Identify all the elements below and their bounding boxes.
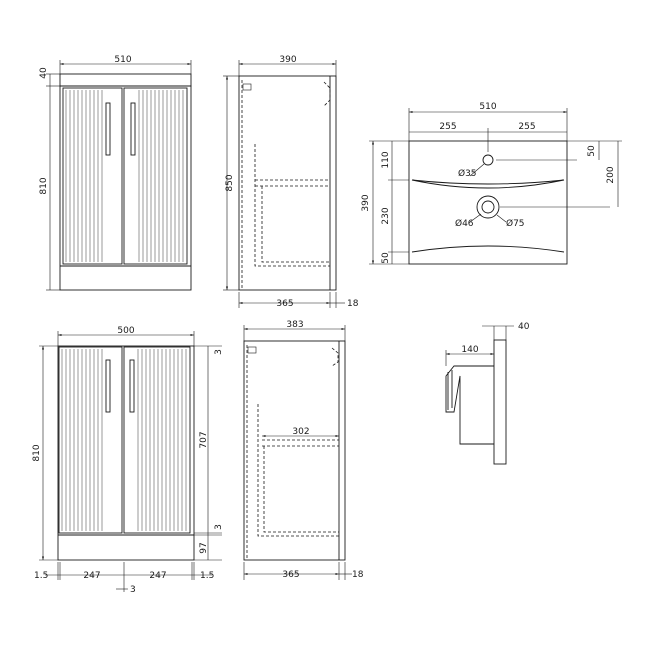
dim-door-right-247: 247: [149, 571, 166, 581]
dim-plinth-97: 97: [199, 542, 209, 553]
dim-50-right: 50: [587, 145, 597, 157]
dim-depth-383: 383: [286, 320, 303, 330]
dim-height-810: 810: [39, 177, 49, 194]
basin-edge: [323, 81, 331, 107]
waste-inner: [481, 200, 495, 214]
shelf: [262, 439, 339, 447]
front-view-bottom: 500 810 3 707 3 97 1.5 247 247 1.5 3: [32, 326, 224, 595]
side-outline: [238, 75, 337, 291]
basin-section-view: 40 140: [445, 322, 530, 465]
dim-door-left-247: 247: [83, 571, 100, 581]
left-handle: [105, 102, 111, 156]
dim-overhang-140: 140: [461, 345, 478, 355]
dim-left-255: 255: [439, 122, 456, 132]
dim-110: 110: [381, 151, 391, 168]
basin-edge: [331, 347, 339, 367]
left-door: [58, 346, 123, 534]
dim-200: 200: [606, 166, 616, 183]
dim-inner-365: 365: [276, 299, 293, 309]
left-handle: [105, 359, 111, 413]
dim-door-707: 707: [199, 431, 209, 448]
tap-hole: [482, 154, 494, 166]
inner-carcass: [254, 144, 330, 267]
cabinet-body: [57, 345, 195, 561]
dim-back-18: 18: [347, 299, 359, 309]
basin-bowl-top-edge: [411, 179, 565, 189]
dim-back-18: 18: [352, 570, 364, 580]
dim-height-850: 850: [225, 174, 235, 191]
dim-gap-mid-3: 3: [214, 524, 224, 530]
label-waste-46: Ø46: [455, 218, 474, 229]
dim-50-bottom: 50: [381, 252, 391, 264]
dim-side-left-1-5: 1.5: [34, 571, 48, 581]
side-view-top: 390 850 365 18: [223, 55, 359, 309]
dim-width-510: 510: [114, 55, 131, 65]
dim-height-810: 810: [32, 444, 42, 461]
door-grooves: [65, 90, 184, 262]
dim-top-40: 40: [39, 67, 49, 79]
leader-tap: [469, 163, 485, 177]
door-grooves: [61, 349, 187, 531]
dim-right-255: 255: [518, 122, 535, 132]
dim-side-right-1-5: 1.5: [200, 571, 214, 581]
waste-outer: [476, 195, 500, 219]
dim-thickness-40: 40: [518, 322, 530, 332]
label-tap-35: Ø35: [458, 168, 477, 179]
label-waste-75: Ø75: [506, 218, 525, 229]
dim-depth-390: 390: [361, 194, 371, 211]
leader-waste-inner: [469, 213, 482, 223]
inner-back: [261, 186, 330, 263]
left-door: [62, 87, 123, 265]
bracket: [242, 83, 252, 91]
dim-center-gap-3: 3: [130, 585, 136, 595]
side-view-bottom: 383 302 365 18: [243, 320, 364, 580]
dim-width-500: 500: [117, 326, 134, 336]
basin-bowl-section: [445, 365, 494, 445]
dim-gap-top-3: 3: [214, 349, 224, 355]
countertop: [59, 73, 192, 87]
dim-230: 230: [381, 207, 391, 224]
cabinet-body: [59, 85, 192, 291]
right-handle: [129, 359, 135, 413]
dim-shelf-302: 302: [292, 427, 309, 437]
dim-inner-365: 365: [282, 570, 299, 580]
basin-rim: [493, 339, 507, 465]
shelf: [255, 179, 330, 187]
dim-depth-390: 390: [279, 55, 296, 65]
right-door: [123, 87, 188, 265]
right-door: [123, 346, 191, 534]
side-outline: [243, 340, 346, 561]
bracket: [247, 346, 257, 354]
basin-plan-view: 510 255 255 390 110 230 50 50 200 Ø35 Ø4…: [361, 102, 622, 265]
dim-width-510: 510: [479, 102, 496, 112]
right-handle: [130, 102, 136, 156]
leader-waste-outer: [496, 214, 507, 223]
inner-back: [263, 446, 339, 533]
waste-section: [447, 370, 453, 410]
front-view-top: 510 40 810: [39, 55, 192, 291]
basin-bowl-bottom-edge: [411, 245, 565, 253]
inner-carcass: [257, 404, 339, 537]
